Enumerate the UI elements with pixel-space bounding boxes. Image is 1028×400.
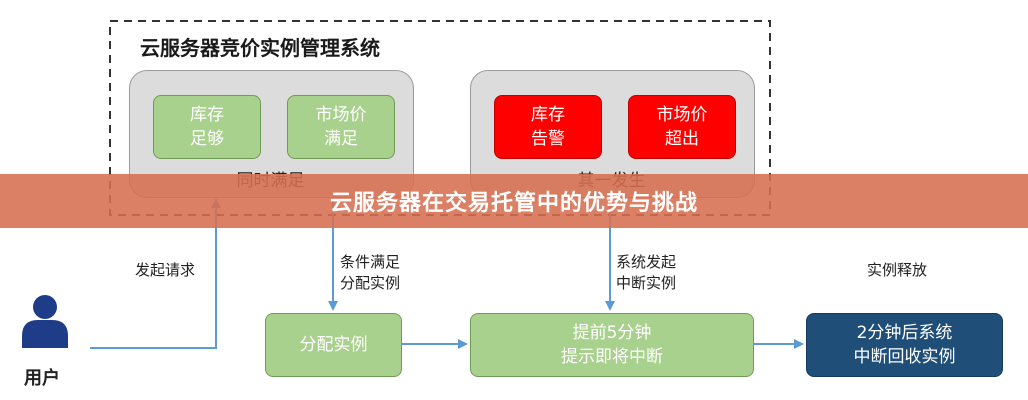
edge-label-request: 发起请求	[135, 261, 196, 279]
edge-label-release: 实例释放	[867, 261, 928, 279]
user-label: 用户	[24, 368, 60, 389]
condition-price-satisfied: 市场价 满足	[287, 95, 395, 159]
edge-label-interrupt: 系统发起 中断实例	[616, 253, 677, 292]
edge-label-allocate: 条件满足 分配实例	[340, 253, 401, 292]
banner-text: 云服务器在交易托管中的优势与挑战	[329, 191, 698, 216]
arrow-request	[90, 198, 221, 349]
step-reclaim-instance: 2分钟后系统 中断回收实例	[806, 313, 1003, 377]
step-interrupt-warning: 提前5分钟 提示即将中断	[470, 313, 754, 377]
system-title: 云服务器竞价实例管理系统	[140, 36, 380, 60]
condition-stock-alert: 库存 告警	[494, 95, 602, 159]
condition-price-exceeded: 市场价 超出	[628, 95, 736, 159]
user-icon	[22, 295, 68, 348]
title-banner: 云服务器在交易托管中的优势与挑战	[0, 174, 1028, 228]
condition-stock-sufficient: 库存 足够	[153, 95, 261, 159]
step-allocate-instance: 分配实例	[265, 313, 402, 377]
